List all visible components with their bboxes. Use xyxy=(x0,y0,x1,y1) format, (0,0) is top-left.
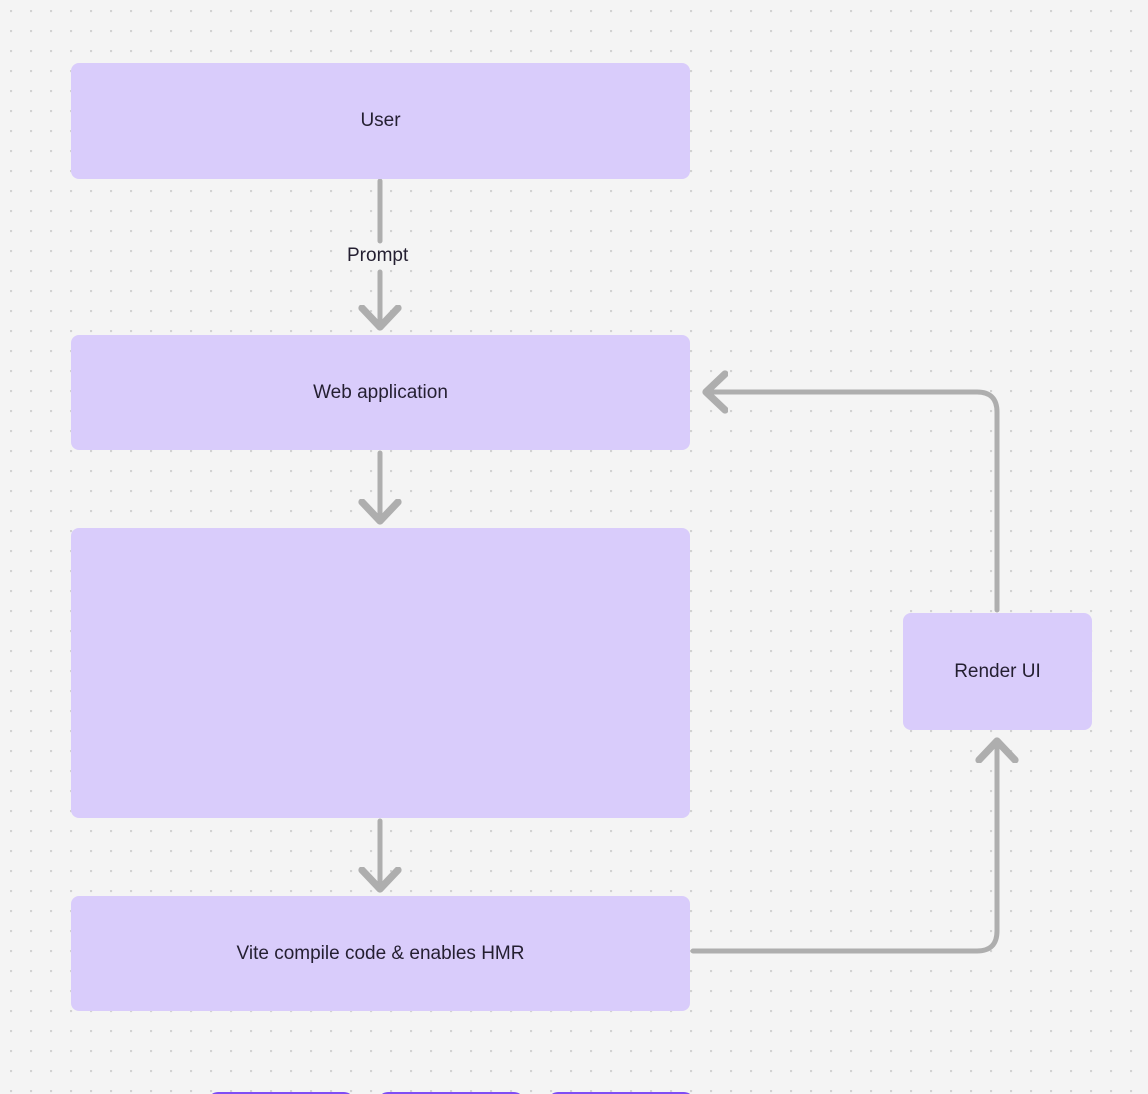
node-vite-label: Vite compile code & enables HMR xyxy=(236,942,525,964)
edge-vite-to-render xyxy=(690,742,997,954)
node-css[interactable]: CSS = Styles & Layouts xyxy=(378,1092,524,1094)
node-render-ui[interactable]: Render UI xyxy=(903,613,1092,730)
node-user[interactable]: User xyxy=(71,63,690,179)
node-user-label: User xyxy=(360,110,401,132)
edge-label-prompt: Prompt xyxy=(342,245,414,268)
node-html[interactable]: HTML = structure xyxy=(208,1092,354,1094)
node-react-components-group[interactable]: HTML = structure CSS = Styles & Layouts … xyxy=(71,528,694,1094)
node-javascript[interactable]: Javascript = Interactivity xyxy=(548,1092,694,1094)
node-web-application[interactable]: Web application xyxy=(71,335,690,450)
node-web-application-label: Web application xyxy=(313,381,448,403)
edge-render-to-webapp xyxy=(707,392,1000,613)
node-vite[interactable]: Vite compile code & enables HMR xyxy=(71,896,690,1011)
node-render-ui-label: Render UI xyxy=(954,660,1041,682)
